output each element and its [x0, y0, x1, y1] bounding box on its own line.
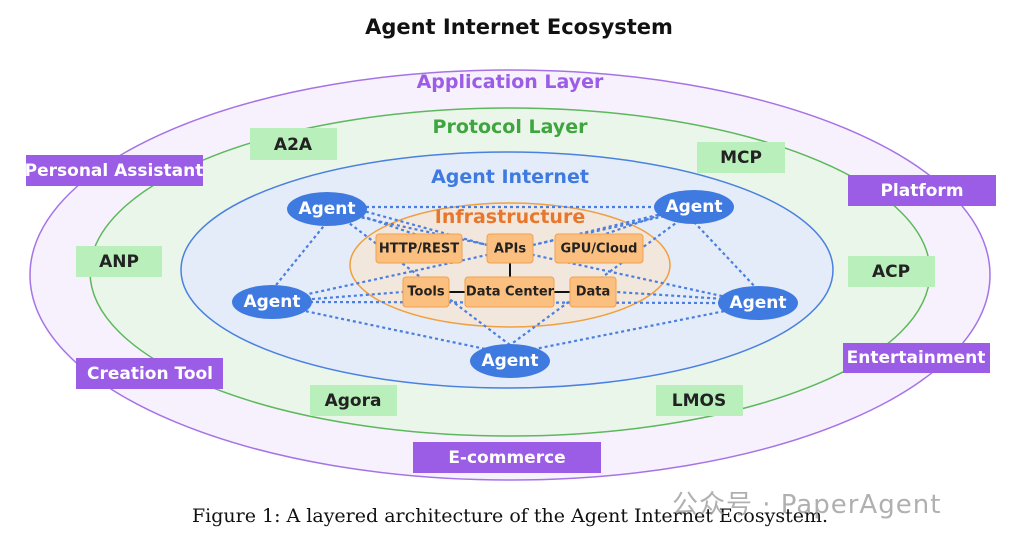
infra-box-data-center: Data Center [464, 276, 555, 308]
app-box-e-commerce: E-commerce [413, 442, 601, 473]
infrastructure-links [449, 263, 570, 293]
app-box-platform: Platform [848, 175, 996, 206]
infra-box-apis: APIs [486, 233, 534, 264]
svg-text:Entertainment: Entertainment [847, 348, 986, 368]
svg-text:Data Center: Data Center [466, 285, 555, 300]
agent-node: Agent [287, 192, 367, 226]
agent-internet-label: Agent Internet [431, 166, 589, 188]
protocol-boxes: A2A MCP ANP ACP Agora LMOS [76, 128, 935, 416]
svg-text:Agent: Agent [298, 199, 355, 219]
svg-text:Data: Data [576, 285, 611, 300]
infrastructure-boxes: HTTP/REST APIs GPU/Cloud Tools Data Cent… [375, 233, 644, 308]
agent-nodes: Agent Agent Agent Agent Agent [232, 190, 798, 378]
svg-text:Agent: Agent [729, 293, 786, 313]
svg-text:E-commerce: E-commerce [448, 448, 565, 468]
agent-node: Agent [232, 285, 312, 319]
infrastructure-label: Infrastructure [435, 206, 585, 228]
figure-caption: Figure 1: A layered architecture of the … [191, 505, 829, 527]
svg-text:Agent: Agent [243, 292, 300, 312]
protocol-layer-label: Protocol Layer [433, 116, 589, 138]
svg-text:HTTP/REST: HTTP/REST [379, 242, 459, 257]
watermark: 公众号 · PaperAgent [672, 490, 942, 520]
protocol-box-mcp: MCP [697, 142, 785, 173]
svg-text:Personal Assistant: Personal Assistant [25, 161, 204, 181]
application-layer-label: Application Layer [417, 71, 604, 93]
protocol-box-anp: ANP [76, 246, 162, 277]
svg-text:LMOS: LMOS [672, 391, 726, 411]
protocol-box-lmos: LMOS [656, 385, 743, 416]
svg-text:Agent: Agent [481, 351, 538, 371]
protocol-box-agora: Agora [310, 385, 397, 416]
svg-text:MCP: MCP [720, 148, 762, 168]
infra-box-http-rest: HTTP/REST [375, 233, 463, 264]
svg-text:ANP: ANP [99, 252, 139, 272]
svg-text:A2A: A2A [274, 135, 313, 155]
svg-text:GPU/Cloud: GPU/Cloud [561, 242, 638, 257]
application-boxes: Personal Assistant Platform Creation Too… [25, 155, 996, 473]
svg-text:APIs: APIs [494, 242, 526, 257]
infra-box-tools: Tools [402, 276, 450, 308]
agent-node: Agent [470, 344, 550, 378]
app-box-creation-tool: Creation Tool [76, 358, 223, 389]
svg-text:Agora: Agora [325, 391, 382, 411]
infra-box-gpu-cloud: GPU/Cloud [554, 233, 644, 264]
app-box-entertainment: Entertainment [843, 343, 990, 373]
app-box-personal-assistant: Personal Assistant [25, 155, 204, 186]
protocol-box-acp: ACP [848, 256, 935, 287]
agent-node: Agent [718, 286, 798, 320]
svg-text:Platform: Platform [880, 181, 963, 201]
svg-text:Tools: Tools [407, 285, 444, 300]
diagram-title: Agent Internet Ecosystem [365, 15, 673, 39]
protocol-box-a2a: A2A [250, 128, 337, 160]
infra-box-data: Data [569, 276, 617, 308]
agent-node: Agent [654, 190, 734, 224]
svg-text:Creation Tool: Creation Tool [87, 364, 213, 384]
svg-text:Agent: Agent [665, 197, 722, 217]
svg-text:ACP: ACP [872, 262, 910, 282]
